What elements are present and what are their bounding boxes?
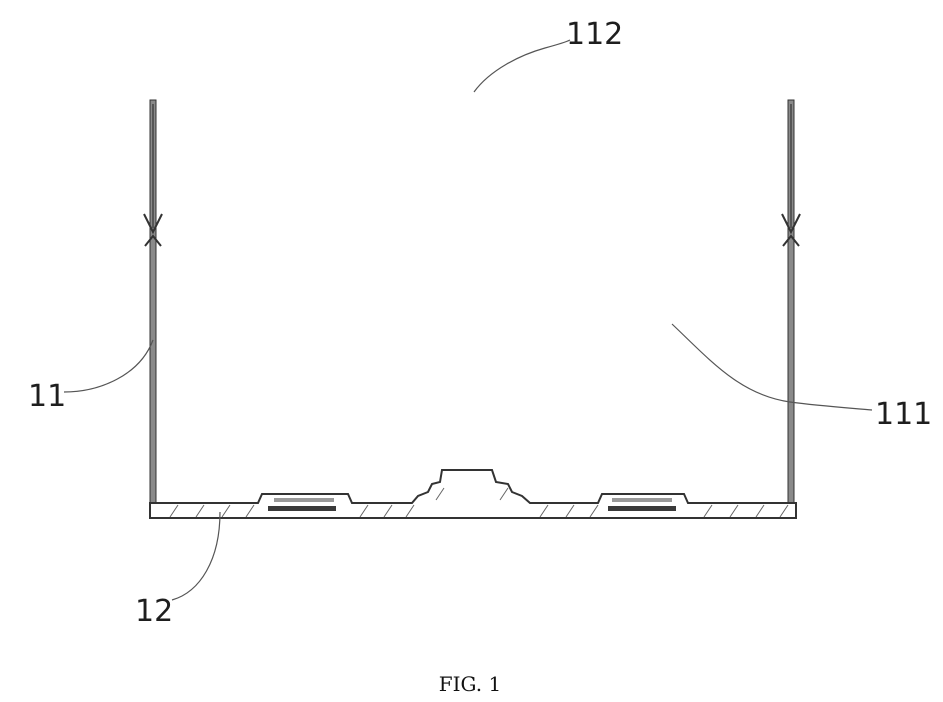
label-11: 11 (28, 379, 66, 414)
leader-112 (474, 40, 570, 92)
leader-111 (672, 324, 872, 410)
right-side-wall (782, 100, 800, 510)
label-111: 111 (875, 397, 932, 432)
bottom-plate (150, 470, 796, 518)
leader-11 (64, 340, 153, 392)
figure-caption: FIG. 1 (439, 672, 501, 696)
label-112: 112 (566, 17, 623, 52)
label-12: 12 (135, 594, 173, 629)
leader-12 (172, 512, 220, 600)
left-side-wall (144, 100, 162, 510)
